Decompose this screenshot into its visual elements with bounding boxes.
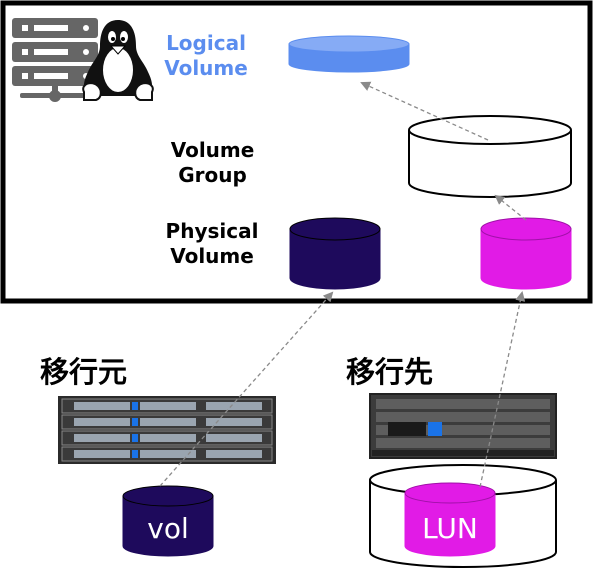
mapping-arrows <box>159 81 527 488</box>
arrow-lun-to-pv-target <box>479 291 526 488</box>
storage-shelf-icon <box>369 393 557 459</box>
source-title: 移行元 <box>40 355 128 389</box>
logical-volume-cylinder <box>288 35 410 73</box>
target-lun-cylinder <box>404 482 496 557</box>
source-vol-cylinder <box>122 485 214 557</box>
host-frame <box>0 0 593 304</box>
volume-group-label: Volume Group <box>170 138 255 187</box>
physical-volume-label: Physical Volume <box>165 219 259 268</box>
volume-group-cylinder <box>408 115 572 198</box>
arrow-vol-to-pv-source <box>159 291 334 487</box>
source-vol-label: vol <box>147 512 189 545</box>
arrow-vg-to-lv <box>360 81 489 141</box>
physical-volume-source-cylinder <box>289 217 381 290</box>
logical-volume-label: Logical Volume <box>164 31 248 80</box>
target-lun-label: LUN <box>422 512 478 545</box>
linux-penguin-icon <box>82 20 154 101</box>
arrow-pv-target-to-vg <box>494 194 527 221</box>
target-title: 移行先 <box>346 355 434 389</box>
physical-volume-target-cylinder <box>480 217 572 290</box>
storage-array-icon <box>58 396 276 464</box>
